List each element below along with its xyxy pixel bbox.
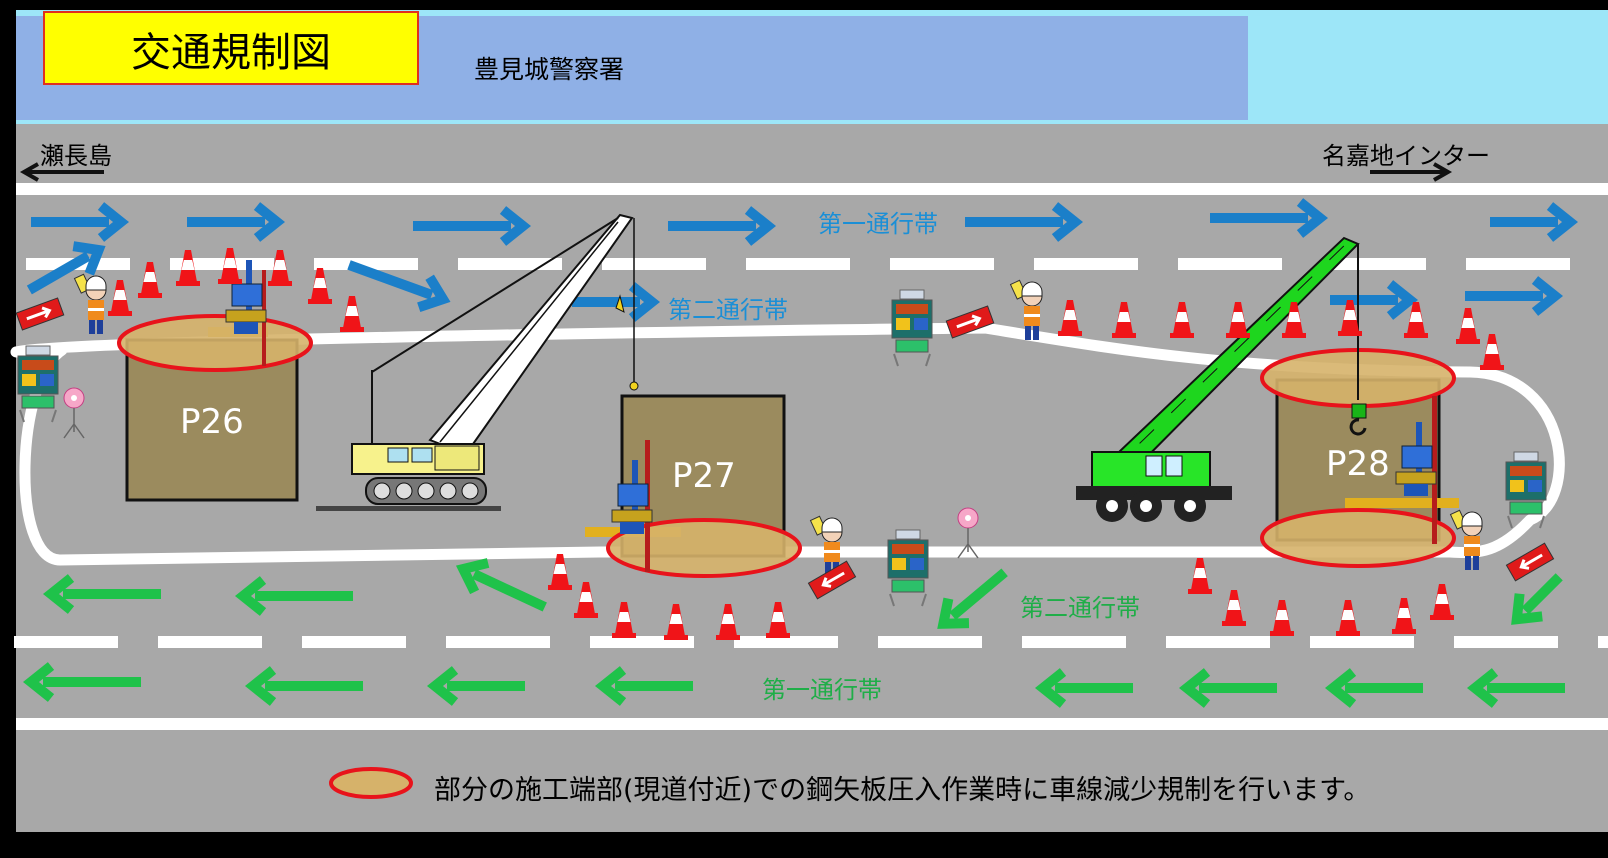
direction-arrow-icon (26, 241, 106, 295)
direction-arrow-icon (1178, 668, 1277, 708)
direction-arrow-icon (668, 206, 777, 246)
pier-label-p28: P28 (1326, 444, 1390, 484)
lane-label-lower-second: 第二通行帯 (1020, 594, 1140, 622)
pier-label-p26: P26 (180, 402, 244, 442)
page-title: 交通規制図 (131, 30, 331, 76)
pier-label-p27: P27 (672, 456, 736, 496)
lane-dash (602, 258, 706, 270)
direction-arrow-icon (234, 576, 353, 616)
lane-dash (1310, 636, 1414, 648)
rough-terrain-crane-icon (1076, 236, 1367, 522)
direction-arrow-icon (187, 202, 286, 242)
direction-arrow-icon (347, 260, 451, 313)
direction-arrow-icon (594, 666, 693, 706)
lane-dash (302, 636, 406, 648)
lane-dash (446, 636, 550, 648)
lane-dash (1322, 258, 1426, 270)
work-zone-p28-bottom (1260, 508, 1456, 568)
direction-arrow-icon (1034, 668, 1133, 708)
lane-label-lower-first: 第一通行帯 (762, 676, 882, 704)
direction-arrow-icon (22, 662, 141, 702)
direction-arrow-icon (413, 206, 532, 246)
title-box (43, 11, 419, 85)
direction-right-label: 名嘉地インター (1322, 142, 1490, 170)
direction-arrow-icon (426, 666, 525, 706)
lane-dash (746, 258, 850, 270)
direction-arrow-icon (1466, 668, 1565, 708)
lane-dash (1166, 636, 1270, 648)
direction-arrow-icon (937, 568, 1008, 629)
lane-dash (1454, 636, 1558, 648)
direction-arrow-icon (1465, 276, 1564, 316)
direction-arrow-icon (1324, 668, 1423, 708)
lane-dash (1598, 636, 1608, 648)
legend-ellipse-icon (329, 767, 413, 799)
lane-dash (1034, 258, 1138, 270)
police-station-label: 豊見城警察署 (474, 55, 625, 84)
lane-dash (878, 636, 982, 648)
direction-left-label: 瀬長島 (40, 142, 112, 170)
direction-arrow-icon (1210, 198, 1329, 238)
direction-right-arrow-icon (1370, 162, 1453, 182)
lane-dash (1178, 258, 1282, 270)
lane-dash (14, 636, 118, 648)
direction-arrow-icon (455, 558, 547, 612)
legend-text: 部分の施工端部(現道付近)での鋼矢板圧入作業時に車線減少規制を行います。 (434, 775, 1371, 806)
lane-dash (458, 258, 562, 270)
work-zone-p27 (606, 518, 802, 578)
crawler-crane-icon (316, 213, 639, 511)
direction-arrow-icon (31, 202, 130, 242)
direction-arrow-icon (965, 202, 1084, 242)
direction-arrow-icon (572, 282, 661, 322)
direction-arrow-icon (1490, 202, 1579, 242)
lane-dash (734, 636, 838, 648)
lane-label-upper-first: 第一通行帯 (818, 210, 938, 238)
lane-dash (890, 258, 994, 270)
direction-left-arrow-icon (19, 162, 104, 182)
direction-arrow-icon (244, 666, 363, 706)
direction-arrow-icon (42, 574, 161, 614)
lane-dash (314, 258, 418, 270)
direction-arrow-icon (1330, 280, 1419, 320)
lane-dash (1466, 258, 1570, 270)
work-zone-p26 (117, 314, 313, 372)
lane-dash (1022, 636, 1126, 648)
lane-label-upper-second: 第二通行帯 (668, 296, 788, 324)
lane-dash (158, 636, 262, 648)
direction-arrow-icon (1511, 573, 1563, 625)
